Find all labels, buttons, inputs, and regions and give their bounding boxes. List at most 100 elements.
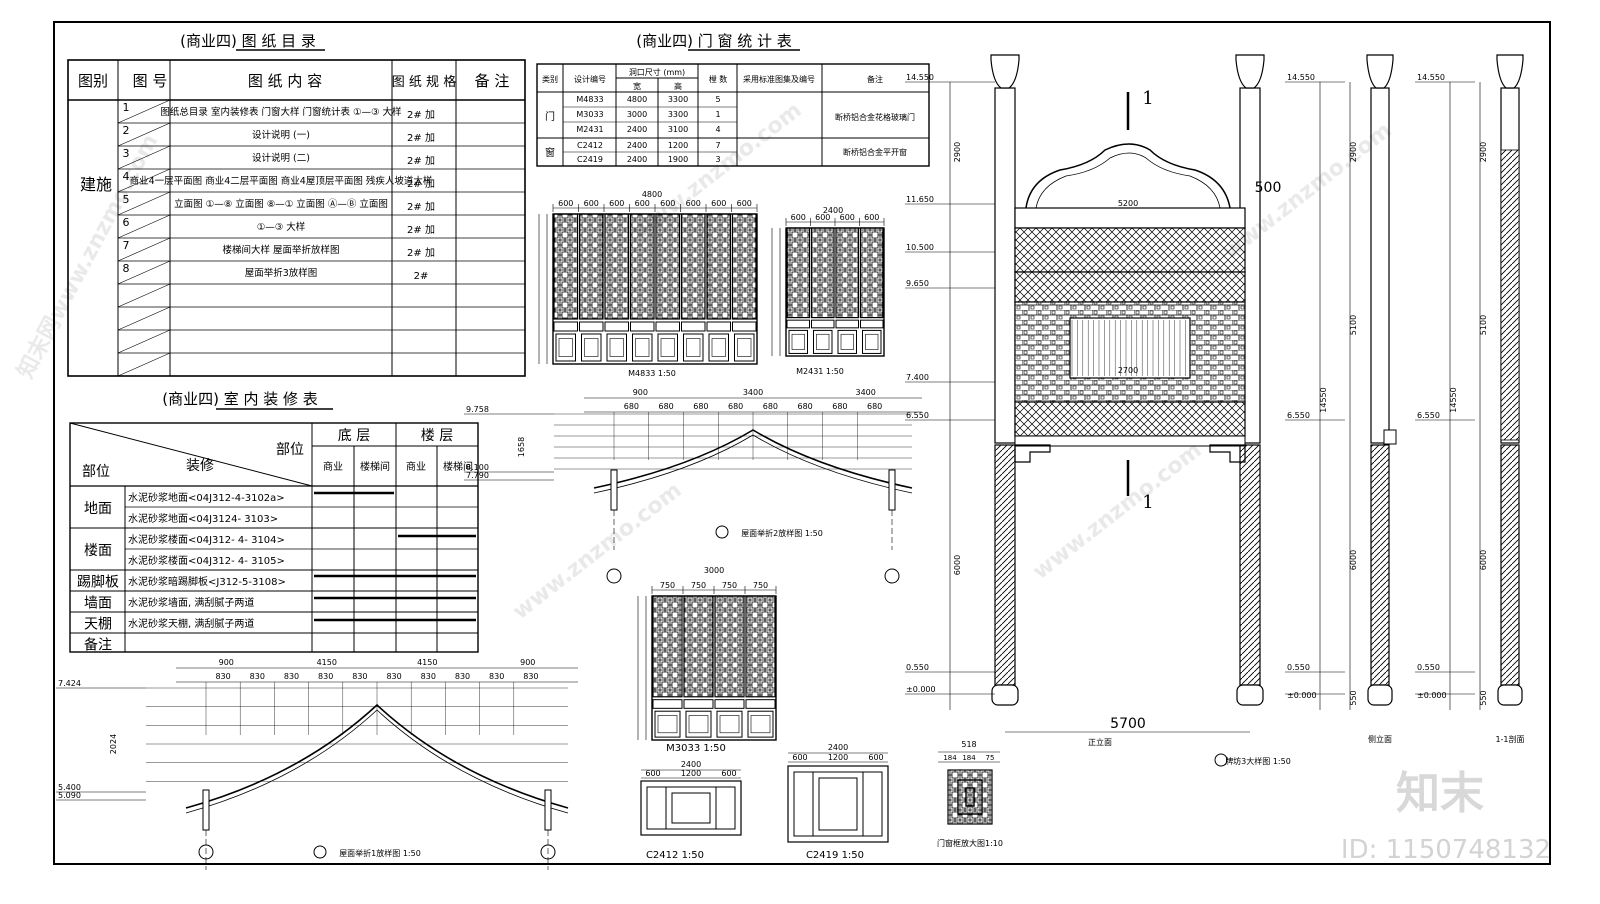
catalog-row-content: 设计说明 (二) (252, 152, 310, 164)
section-mark-bottom: 1 (1142, 492, 1153, 513)
dt-width: 3000 (627, 110, 647, 119)
dt-height: 1900 (668, 155, 688, 164)
roof-span-dim: 4150 (317, 658, 337, 667)
finish-part: 备注 (84, 637, 112, 654)
roof-sub-dim: 680 (797, 402, 812, 411)
roof-level: 5.400 (58, 783, 81, 792)
side-dim: 2900 (1479, 142, 1488, 162)
watermark-side: 知末网www.znzmo.com (12, 130, 163, 383)
roof-span-dim: 3400 (743, 388, 763, 397)
ft-h-shop1: 商业 (323, 460, 343, 473)
roof-column (610, 469, 618, 511)
door-bottom-panel (581, 333, 602, 362)
c2412-p1: 600 (645, 769, 660, 778)
catalog-row-spec: 2# 加 (407, 178, 435, 190)
side-label: 1-1剖面 (1495, 734, 1524, 744)
header-content: 图 纸 内 容 (248, 72, 322, 90)
catalog-row-content: 商业4一层平面图 商业4二层平面图 商业4屋顶层平面图 残疾人坡道大样 (130, 175, 433, 187)
door-bottom-panel (708, 333, 729, 362)
side-level: 6.550 (1417, 411, 1440, 420)
ft-h-floor1: 底 层 (338, 428, 370, 444)
dt-h-width: 宽 (633, 81, 641, 91)
door-panel-width: 600 (686, 199, 701, 208)
frame-s1: 184 (943, 754, 957, 762)
roof-sub-dim: 680 (763, 402, 778, 411)
door-bottom-panel (734, 333, 755, 362)
roof-sub-dim: 680 (693, 402, 708, 411)
arch-inner-dim: 5200 (1118, 199, 1138, 208)
finish-title: (商业四) 室 内 装 修 表 (162, 390, 318, 408)
door-bottom-panel (606, 333, 627, 362)
door-panel-width: 750 (722, 581, 737, 590)
roof-level: 5.090 (58, 791, 81, 800)
dt-code: M4833 (576, 95, 603, 104)
door-panel-width: 600 (584, 199, 599, 208)
roof-sub-dim: 680 (624, 402, 639, 411)
roof-column (544, 789, 552, 831)
side-dim: 6000 (1349, 550, 1358, 570)
dt-width: 2400 (627, 141, 647, 150)
m2431-label: M2431 1:50 (796, 367, 844, 376)
door-panel-width: 600 (558, 199, 573, 208)
dt-h-count: 樘 数 (709, 74, 728, 84)
finish-part: 楼面 (84, 543, 112, 559)
roof-sub-dim: 680 (728, 402, 743, 411)
arch-detail-label: 牌坊3大样图 1:50 (1225, 756, 1291, 766)
post-cap (990, 54, 1020, 89)
door-bottom-panel (555, 333, 576, 362)
catalog-title: (商业四) 图 纸 目 录 (180, 32, 316, 50)
dt-width: 2400 (627, 125, 647, 134)
catalog-row-content: 楼梯间大样 屋面举折放样图 (222, 244, 339, 256)
roof-level: 7.424 (58, 679, 81, 688)
window-c2419-drawing: 2400 600 1200 600 C2419 1:50 (787, 743, 889, 861)
side-dim: 5100 (1349, 315, 1358, 335)
catalog-row-content: 立面图 ①—⑧ 立面图 ⑧—① 立面图 Ⓐ—Ⓑ 立面图 (174, 198, 388, 210)
ft-h-stair1: 楼梯间 (360, 460, 390, 473)
door-bottom-panel (862, 329, 882, 354)
c2412-p2: 1200 (681, 769, 701, 778)
dt-count: 7 (715, 141, 720, 150)
side-dim: 14550 (1319, 387, 1328, 412)
axis-bubble (884, 568, 900, 584)
door-bottom-panel (654, 710, 681, 738)
finish-item: 水泥砂浆地面<04J3124- 3103> (128, 512, 278, 525)
door-panel-width: 600 (660, 199, 675, 208)
dt-door-label: 门 (545, 110, 555, 123)
m2431-width: 2400 (823, 206, 843, 215)
c2419-width: 2400 (828, 743, 848, 752)
category-label: 建施 (80, 175, 112, 194)
frame-s2: 184 (962, 754, 976, 762)
arch-dim: 6000 (953, 555, 962, 575)
door-panel-width: 750 (691, 581, 706, 590)
roof-curve (185, 703, 569, 809)
post-base (1236, 684, 1264, 706)
dt-count: 3 (715, 155, 720, 164)
side-dim: 550 (1479, 690, 1488, 705)
side-label: 侧立面 (1368, 734, 1392, 744)
roof-sub-dim: 680 (658, 402, 673, 411)
catalog-row-content: 设计说明 (一) (252, 129, 310, 141)
roof-curve (593, 429, 913, 489)
c2419-p2: 1200 (828, 753, 848, 762)
arch-level: 11.650 (906, 195, 934, 204)
door-panel-width: 600 (791, 213, 806, 222)
archway-3-detail: 1157005200270050014.55011.65010.5009.650… (905, 54, 1525, 767)
arch-width-dim: 5700 (1110, 716, 1146, 732)
axis-bubble (540, 844, 556, 860)
side-level: 14.550 (1287, 73, 1315, 82)
side-level: 0.550 (1417, 663, 1440, 672)
door-bottom-panel (747, 710, 774, 738)
arch-bracket-right (1209, 444, 1246, 463)
dt-h-note: 备注 (867, 74, 883, 84)
roof-sub-dim: 830 (489, 672, 504, 681)
dt-window-label: 窗 (545, 146, 555, 159)
roof-sub-dim: 680 (832, 402, 847, 411)
door-lattice-panel (553, 213, 579, 320)
door-panel-width: 750 (660, 581, 675, 590)
finish-part: 天棚 (84, 617, 112, 633)
finish-part: 踢脚板 (77, 575, 119, 591)
catalog-row-no: 4 (123, 170, 130, 183)
